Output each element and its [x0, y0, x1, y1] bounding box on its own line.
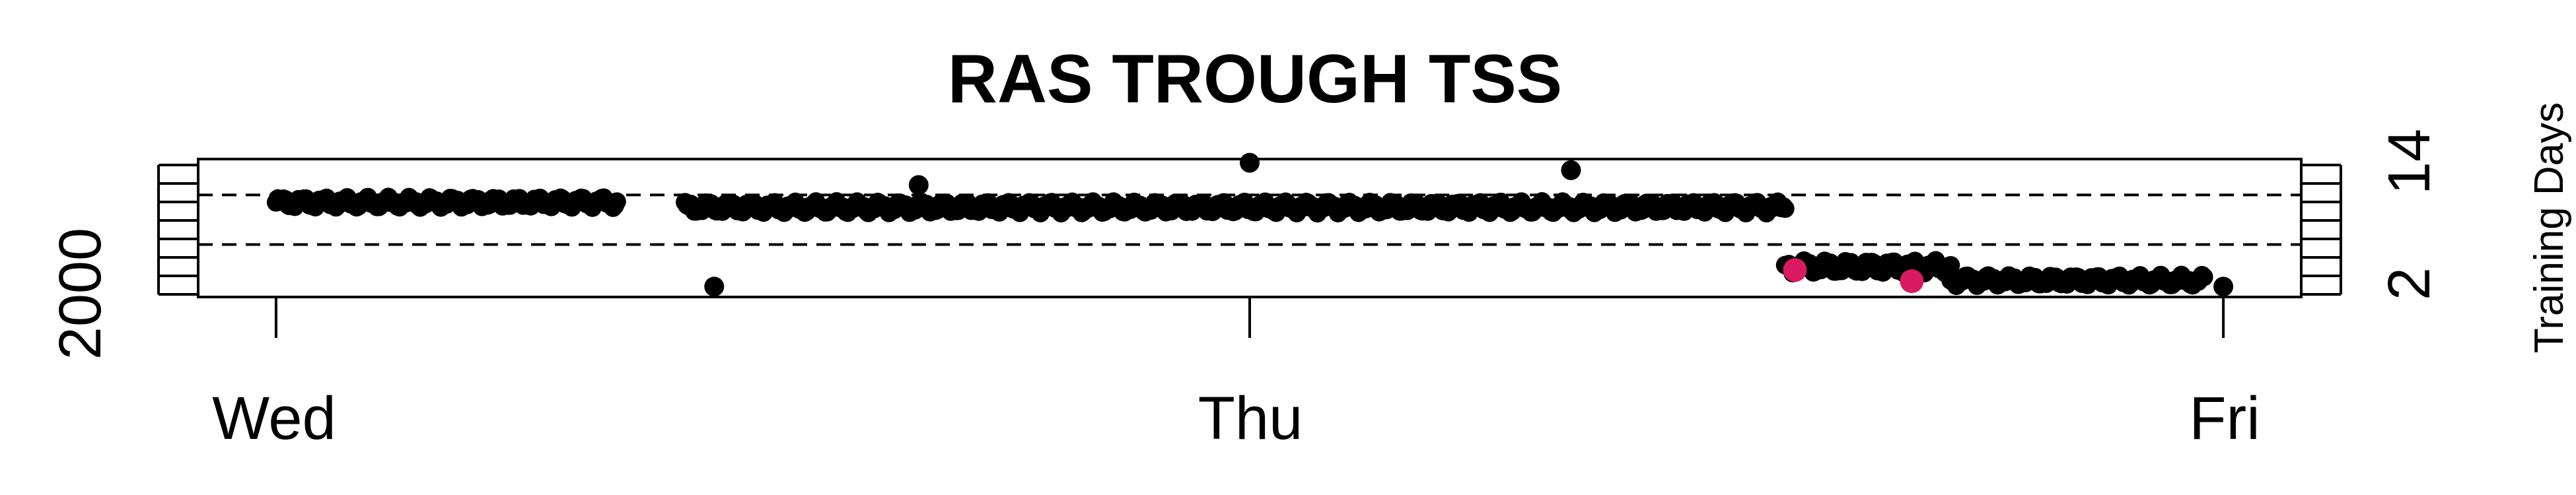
highlight-point	[1783, 258, 1807, 282]
data-point	[2194, 267, 2213, 286]
x-axis-tick-label: Thu	[1198, 385, 1303, 452]
right-axis	[2301, 164, 2342, 296]
right-axis-tick-label: 2	[2377, 267, 2443, 300]
right-axis-title: Training Days	[2526, 102, 2572, 353]
x-axis-tick-label: Wed	[212, 385, 336, 452]
x-axis-tick-label: Fri	[2189, 385, 2260, 452]
data-point	[2213, 277, 2234, 297]
highlight-point	[1900, 269, 1924, 293]
data-point	[1775, 199, 1795, 218]
chart-title: RAS TROUGH TSS	[948, 41, 1562, 117]
data-point	[1240, 152, 1260, 173]
left-axis-tick-label: 2000	[48, 228, 114, 360]
x-axis	[274, 297, 2225, 338]
data-point	[704, 277, 725, 297]
data-point	[607, 192, 626, 211]
left-axis	[157, 164, 198, 296]
data-point	[1561, 160, 1581, 180]
data-point	[1941, 255, 1960, 275]
right-axis-tick-label: 14	[2377, 129, 2443, 195]
data-point	[908, 175, 929, 195]
data-points	[266, 152, 2234, 297]
